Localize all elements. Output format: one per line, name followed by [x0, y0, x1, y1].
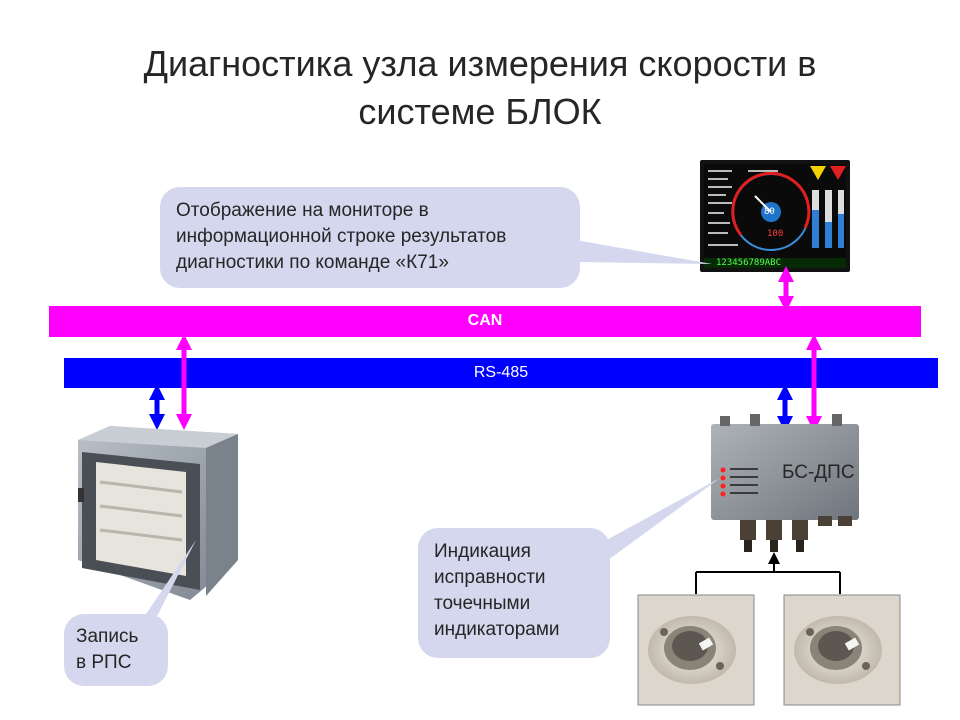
sensor-connector	[695, 552, 841, 594]
record-callout-line-1: Запись	[76, 626, 139, 647]
indication-callout: Индикация исправности точечными индикато…	[418, 528, 610, 658]
monitor-callout: Отображение на мониторе в информационной…	[160, 187, 580, 288]
monitor-max-speed: 100	[767, 229, 784, 239]
record-callout-pointer	[138, 540, 196, 626]
monitor-callout-line-2: информационной строке результатов	[176, 226, 507, 247]
title-line-2: системе БЛОК	[358, 91, 602, 132]
record-callout: Запись в РПС	[64, 614, 168, 686]
indication-callout-line-4: индикаторами	[434, 619, 560, 640]
record-callout-line-2: в РПС	[76, 652, 132, 673]
bs-dps-box	[711, 414, 859, 552]
speed-sensor-1	[637, 594, 755, 706]
can-bus-label: CAN	[467, 312, 503, 329]
rps-cabinet	[78, 426, 238, 600]
monitor-callout-pointer	[560, 240, 712, 264]
monitor-callout-line-1: Отображение на мониторе в	[176, 200, 429, 221]
bs-dps-label: БС-ДПС	[782, 462, 855, 483]
speed-sensor-2	[783, 594, 901, 706]
monitor-info-line: 123456789ABC	[716, 258, 782, 268]
monitor-callout-line-3: диагностики по команде «К71»	[176, 252, 449, 273]
monitor-device	[700, 160, 850, 272]
rs485-bus-label: RS-485	[473, 364, 529, 381]
rs485-bus	[64, 358, 938, 388]
indication-callout-line-3: точечными	[434, 593, 531, 614]
can-bus	[49, 306, 921, 337]
page-title: Диагностика узла измерения скорости в си…	[0, 40, 960, 136]
indication-callout-line-2: исправности	[434, 567, 546, 588]
title-line-1: Диагностика узла измерения скорости в	[143, 43, 817, 84]
indication-callout-line-1: Индикация	[434, 541, 531, 562]
indication-callout-pointer	[592, 478, 720, 560]
monitor-speed-value: 80	[764, 207, 775, 217]
